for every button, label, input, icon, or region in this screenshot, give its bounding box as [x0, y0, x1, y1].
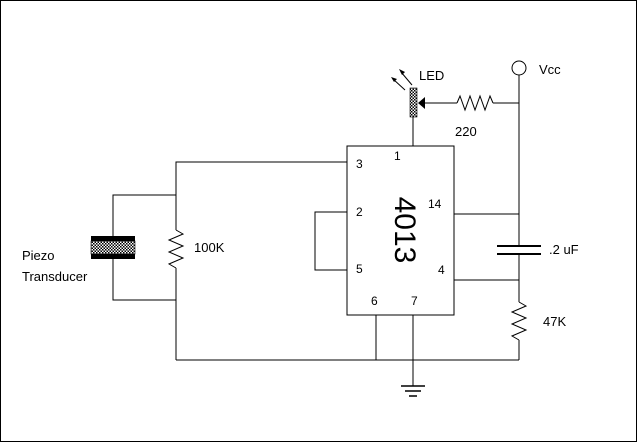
pin-5-label: 5 [356, 262, 363, 276]
led-arrowhead-2-icon [391, 77, 397, 82]
resistor-47k-label: 47K [543, 314, 566, 329]
resistor-47k-icon [510, 301, 528, 341]
pin-1-label: 1 [394, 149, 401, 163]
led-label: LED [419, 68, 444, 83]
ic-4013-body [346, 145, 455, 316]
piezo-label-line1: Piezo [22, 248, 55, 263]
led-emission-arrow-icon [400, 71, 413, 86]
resistor-100k-icon [167, 229, 185, 269]
piezo-plate-top-icon [91, 236, 135, 241]
led-body-icon [409, 87, 418, 118]
piezo-crystal-icon [90, 240, 136, 255]
piezo-plate-bottom-icon [91, 254, 135, 259]
pin3-wire [175, 161, 347, 230]
pin-3-label: 3 [356, 157, 363, 171]
pin-2-label: 2 [356, 205, 363, 219]
resistor-220-icon [456, 94, 494, 112]
ground-icon [401, 385, 425, 397]
vcc-terminal-icon [511, 60, 527, 76]
pin2-pin5-loop-wire [314, 211, 347, 271]
ic-part-label: 4013 [388, 197, 421, 264]
capacitor-label: .2 uF [549, 242, 579, 257]
piezo-label-line2: Transducer [22, 269, 88, 284]
resistor-100k-label: 100K [194, 240, 225, 255]
led-triangle-icon [418, 97, 425, 109]
pin-7-label: 7 [411, 294, 418, 308]
piezo-bottom-wire [112, 259, 176, 301]
pin-4-label: 4 [438, 263, 445, 277]
resistor-220-label: 220 [455, 124, 477, 139]
pin-6-label: 6 [371, 294, 378, 308]
piezo-top-wire [112, 194, 176, 236]
vcc-label: Vcc [539, 62, 561, 77]
pin-14-label: 14 [428, 197, 442, 211]
led-arrowhead-icon [399, 69, 405, 75]
